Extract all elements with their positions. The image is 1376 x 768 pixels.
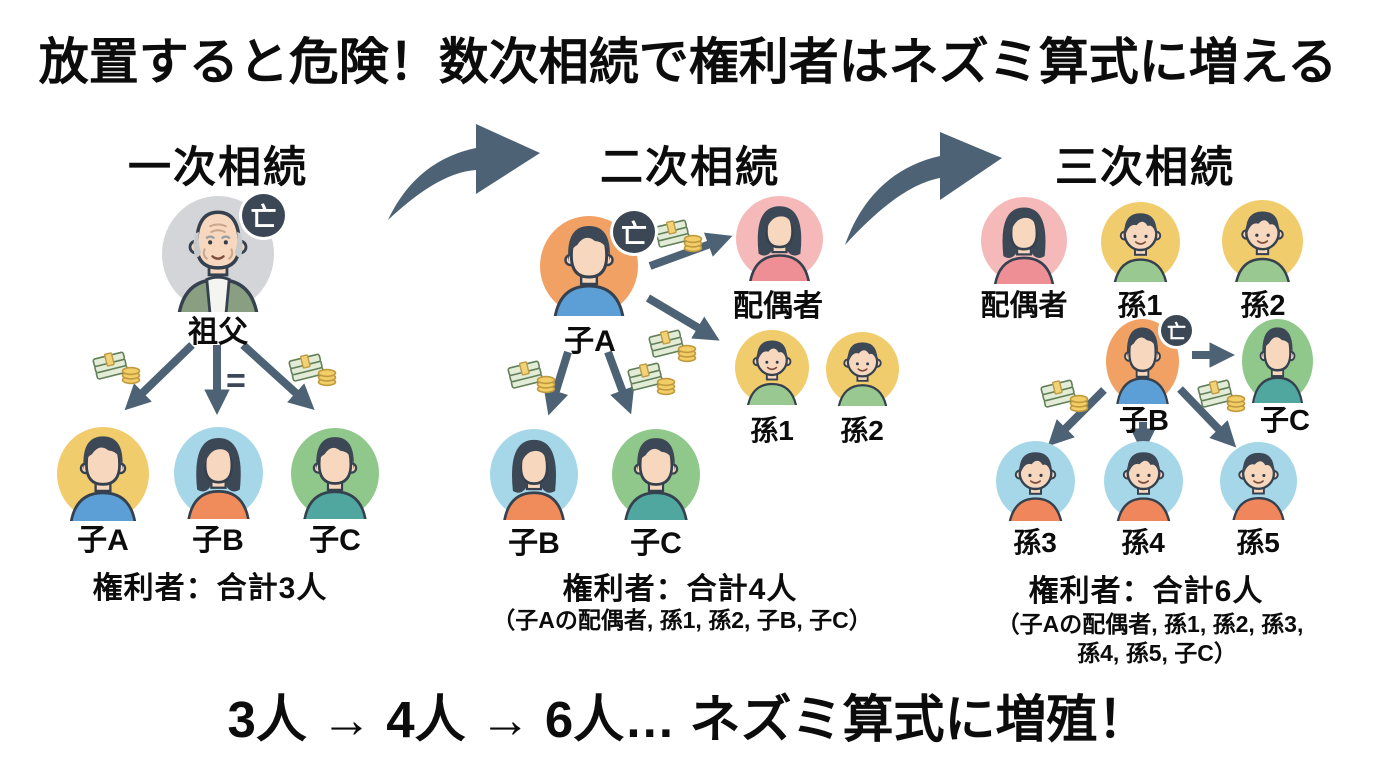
label-s3-grandchild-1: 孫1 bbox=[1117, 290, 1163, 322]
equal-split-sign: = bbox=[226, 362, 246, 400]
section1-heading: 一次相続 bbox=[128, 144, 308, 192]
avatar-s1-child-a bbox=[57, 427, 149, 521]
arrow-sofu-to-koC-icon bbox=[240, 342, 315, 411]
arrow-sofu-to-koA-icon bbox=[124, 342, 195, 411]
section3-total: 権利者：合計6人 bbox=[1028, 575, 1264, 608]
avatar-s2-grandchild-2 bbox=[826, 332, 899, 406]
avatar-s3-grandchild-1 bbox=[1101, 202, 1180, 282]
label-grandfather: 祖父 bbox=[188, 316, 248, 349]
avatar-s3-grandchild-3 bbox=[996, 441, 1075, 521]
section2-total: 権利者：合計4人 bbox=[562, 573, 798, 606]
section3-detail-line1: （子Aの配偶者, 孫1, 孫2, 孫3, bbox=[996, 611, 1304, 637]
arrow-koA-to-spouse-icon bbox=[648, 232, 733, 270]
avatar-s2-child-c bbox=[612, 429, 700, 520]
label-s2-child-b: 子B bbox=[508, 527, 560, 560]
label-s2-child-a: 子A bbox=[564, 325, 616, 358]
section1-total: 権利者：合計3人 bbox=[92, 572, 328, 605]
money-icon bbox=[626, 360, 676, 396]
money-icon bbox=[653, 217, 703, 253]
avatar-s3-grandchild-2 bbox=[1222, 200, 1303, 282]
section2-detail: （子Aの配偶者, 孫1, 孫2, 子B, 子C） bbox=[492, 607, 872, 633]
label-s2-grandchild-2: 孫2 bbox=[840, 415, 884, 446]
label-s1-child-a: 子A bbox=[77, 524, 129, 557]
arrow-koB-to-mago3-icon bbox=[1047, 387, 1107, 447]
flow-arrow-icon-2 bbox=[845, 132, 1002, 245]
page-title: 放置すると危険！数次相続で権利者はネズミ算式に増える bbox=[38, 34, 1338, 90]
avatar-s3-child-c bbox=[1242, 319, 1313, 403]
deceased-badge: 亡 bbox=[1161, 315, 1192, 346]
avatar-s1-child-b bbox=[174, 427, 263, 519]
money-icon bbox=[1196, 377, 1246, 413]
flow-arrow-icon-1 bbox=[388, 124, 540, 220]
avatar-s3-grandchild-5 bbox=[1220, 442, 1297, 520]
section3-heading: 三次相続 bbox=[1055, 144, 1235, 192]
avatar-s3-spouse bbox=[981, 197, 1067, 284]
arrow-koA-to-koB-icon bbox=[543, 350, 572, 416]
avatar-s1-child-c bbox=[291, 428, 379, 519]
arrow-koA-to-koC-icon bbox=[604, 350, 635, 415]
label-s3-grandchild-4: 孫4 bbox=[1121, 527, 1165, 558]
label-s3-grandchild-5: 孫5 bbox=[1236, 527, 1280, 558]
label-s3-grandchild-3: 孫3 bbox=[1013, 527, 1057, 558]
money-icon bbox=[287, 351, 337, 387]
money-icon bbox=[506, 358, 556, 394]
label-s3-child-b: 子B bbox=[1119, 405, 1169, 437]
avatar-s2-spouse bbox=[736, 196, 823, 281]
arrow-koB-to-mago5-icon bbox=[1177, 386, 1237, 448]
arrow-koA-to-grandkids-icon bbox=[645, 294, 720, 341]
label-s1-child-c: 子C bbox=[309, 524, 361, 557]
section2-heading: 二次相続 bbox=[600, 144, 780, 192]
section3-detail-line2: 孫4, 孫5, 子C） bbox=[1077, 640, 1237, 666]
avatar-s3-grandchild-4 bbox=[1104, 441, 1183, 521]
money-icon bbox=[647, 327, 697, 363]
label-s3-child-c: 子C bbox=[1260, 405, 1310, 437]
label-s2-grandchild-1: 孫1 bbox=[750, 415, 794, 446]
money-icon bbox=[91, 349, 141, 385]
label-s2-spouse: 配偶者 bbox=[733, 290, 823, 323]
avatar-s2-child-b bbox=[490, 429, 578, 520]
label-s2-child-c: 子C bbox=[630, 527, 682, 560]
label-s1-child-b: 子B bbox=[192, 524, 244, 557]
label-s3-spouse: 配偶者 bbox=[980, 290, 1068, 322]
money-icon bbox=[1039, 377, 1089, 413]
label-s3-grandchild-2: 孫2 bbox=[1240, 290, 1286, 322]
deceased-badge: 亡 bbox=[613, 211, 655, 253]
avatar-s2-grandchild-1 bbox=[735, 330, 809, 405]
footer-summary: 3人 → 4人 → 6人… ネズミ算式に増殖！ bbox=[227, 691, 1149, 748]
deceased-badge: 亡 bbox=[242, 194, 285, 237]
